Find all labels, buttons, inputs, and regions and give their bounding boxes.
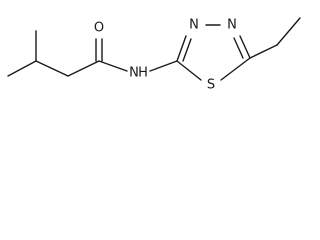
ring-nitrogen-left-label: N bbox=[189, 18, 199, 33]
bond-ring-n4-c5 bbox=[239, 35, 251, 59]
oxygen-atom-label: O bbox=[94, 21, 104, 36]
amide-hydrogen-label: H bbox=[138, 66, 148, 81]
ring-sulfur-label: S bbox=[207, 78, 215, 93]
bond-methyl-left bbox=[7, 60, 37, 77]
bond-ch2-carbonyl bbox=[67, 60, 100, 77]
bond-ring-ethyl bbox=[249, 44, 278, 59]
bond-ring-c5-s bbox=[220, 57, 251, 81]
bond-branch-ch2 bbox=[35, 60, 69, 77]
bond-ring-c2-n3 bbox=[176, 35, 187, 62]
chemical-structure: O N H N N S bbox=[7, 17, 301, 93]
ring-nitrogen-right-label: N bbox=[227, 18, 237, 33]
bond-ring-s-c2 bbox=[176, 60, 202, 81]
bond-ethyl bbox=[276, 17, 301, 46]
bond-nitrogen-ring bbox=[149, 60, 178, 72]
bond-carbonyl-nitrogen bbox=[98, 60, 128, 72]
bond-ring-n4-c5-inner bbox=[233, 37, 244, 59]
bond-ring-c2-n3-inner bbox=[182, 38, 192, 62]
amide-nitrogen-label: N bbox=[129, 66, 139, 81]
